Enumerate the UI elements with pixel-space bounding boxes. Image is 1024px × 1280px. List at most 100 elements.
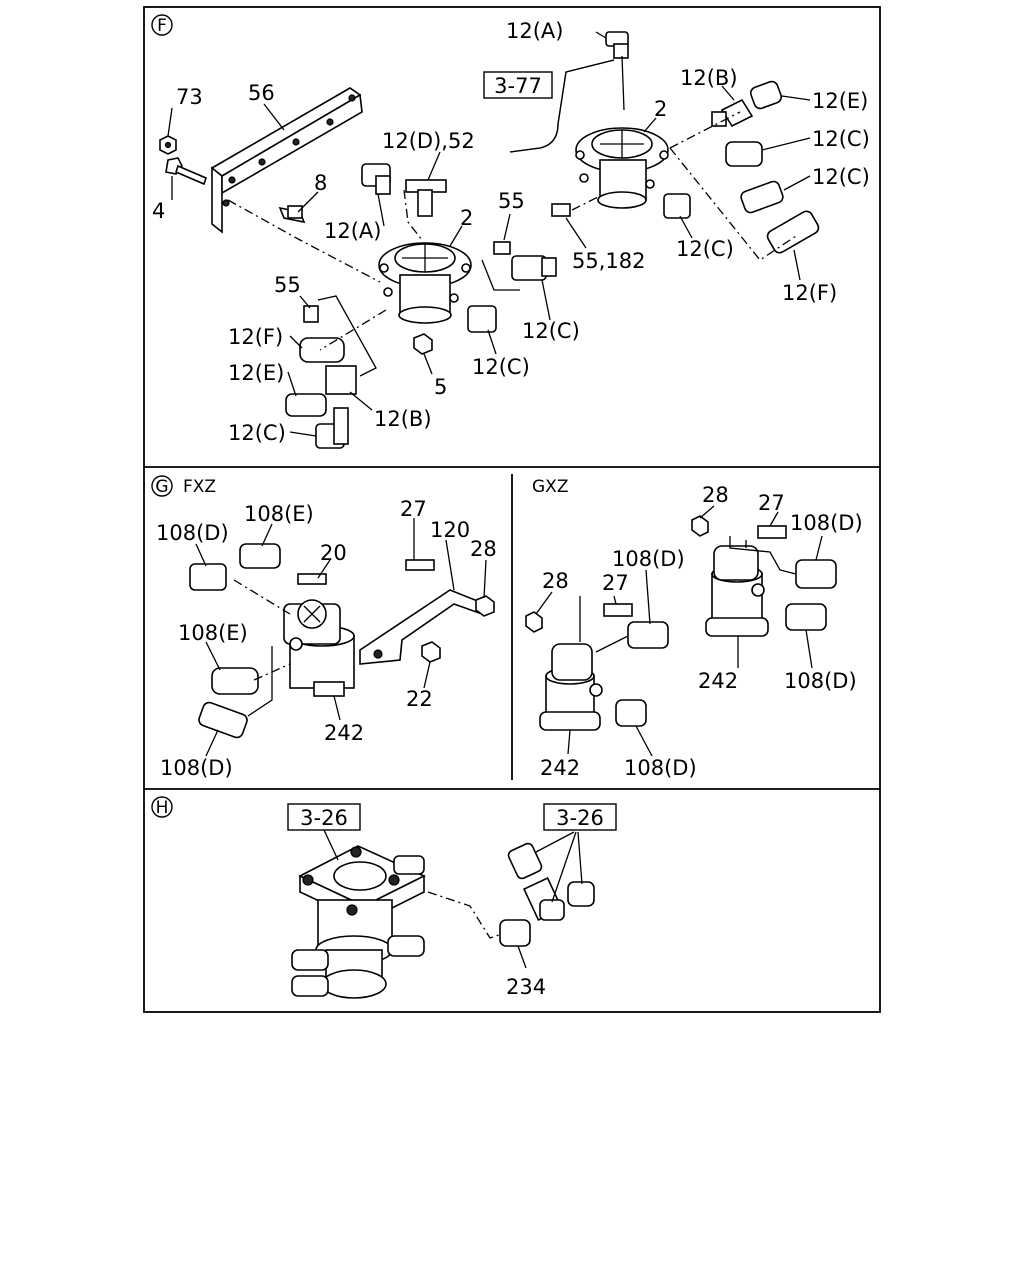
fitting-108e-a-drawing [239, 543, 281, 569]
bracket-56-drawing [210, 87, 363, 234]
label-242-a: 242 [324, 721, 364, 745]
section-marker-h-text: H [156, 798, 169, 818]
valve-242-fxz-drawing [283, 599, 355, 697]
fitting-12c-r2-drawing [740, 180, 784, 214]
fitting-12b-low-drawing [325, 365, 357, 395]
label-108d-b: 108(D) [160, 756, 233, 780]
fitting-12f-left-drawing [299, 337, 345, 363]
bolt-8-drawing [278, 205, 306, 224]
nut-28-a-drawing [475, 595, 495, 617]
bolt-4-drawing [165, 157, 207, 186]
fittings-3-26-b-drawing [507, 842, 595, 921]
variant-label-gxz: GXZ [532, 477, 568, 497]
fitting-12c-r-drawing [511, 255, 557, 281]
label-55-a: 55 [498, 189, 525, 213]
fitting-12a-mid-drawing [361, 163, 391, 195]
reference-box-3-26-a: 3-26 [287, 803, 361, 831]
label-56: 56 [248, 81, 275, 105]
label-27-a: 27 [400, 497, 427, 521]
fitting-108d-d-drawing [795, 559, 837, 589]
reference-box-3-77: 3-77 [483, 71, 553, 99]
plug-55-a-drawing [493, 241, 511, 255]
valve-242-gxz-b-drawing [705, 545, 769, 637]
label-12a-top: 12(A) [506, 19, 563, 43]
label-12c-low: 12(C) [472, 355, 530, 379]
label-12f-right: 12(F) [782, 281, 837, 305]
label-12e-left: 12(E) [228, 361, 284, 385]
bolt-27-b-drawing [603, 603, 633, 617]
label-12c-mid: 12(C) [522, 319, 580, 343]
label-27-b: 27 [602, 571, 629, 595]
label-22: 22 [406, 687, 433, 711]
label-55-b: 55 [274, 273, 301, 297]
valve-assembly-h-drawing [291, 845, 426, 999]
fitting-234-drawing [499, 919, 531, 947]
label-2-mid: 2 [460, 206, 473, 230]
section-marker-g-text: G [155, 477, 168, 497]
section-f-leader-lines [167, 31, 811, 437]
label-55-182: 55,182 [572, 249, 645, 273]
fitting-108d-c-drawing [627, 621, 669, 649]
section-g-leader-lines [195, 505, 823, 757]
label-5: 5 [434, 375, 447, 399]
label-12f-left: 12(F) [228, 325, 283, 349]
label-8: 8 [314, 171, 327, 195]
label-242-c: 242 [540, 756, 580, 780]
bracket-120-drawing [359, 589, 492, 665]
label-108d-f: 108(D) [624, 756, 697, 780]
plug-55-182-drawing [551, 203, 571, 217]
fitting-108d-f-drawing [615, 699, 647, 727]
label-108d-c: 108(D) [612, 547, 685, 571]
variant-label-fxz: FXZ [183, 477, 216, 497]
nut-28-c-drawing [691, 515, 709, 537]
plug-55-b-drawing [303, 305, 319, 323]
nut-22-drawing [421, 641, 441, 663]
relay-valve-2-mid-drawing [378, 242, 472, 324]
bolt-27-c-drawing [757, 525, 787, 539]
label-108d-d: 108(D) [790, 511, 863, 535]
fitting-12c-bot-drawing [315, 407, 349, 449]
label-4: 4 [152, 199, 165, 223]
label-12b-top: 12(B) [680, 66, 738, 90]
reference-3-26-a-text: 3-26 [300, 806, 348, 830]
relay-valve-2-top-drawing [575, 127, 669, 209]
diagram-frame [143, 6, 881, 1013]
nut-28-b-drawing [525, 611, 543, 633]
section-f-connection-lines [227, 111, 797, 377]
section-marker-g: G [151, 475, 173, 497]
fitting-108d-a-drawing [189, 563, 227, 591]
label-120: 120 [430, 518, 470, 542]
fitting-12c-mid-drawing [467, 305, 497, 333]
section-marker-f: F [151, 14, 173, 36]
label-73: 73 [176, 85, 203, 109]
fitting-12e-top-drawing [749, 80, 783, 110]
section-marker-f-text: F [157, 16, 167, 36]
label-20: 20 [320, 541, 347, 565]
label-234: 234 [506, 975, 546, 999]
fitting-108e-b-drawing [211, 667, 259, 695]
label-242-b: 242 [698, 669, 738, 693]
label-12c-right-2: 12(C) [812, 165, 870, 189]
label-108e-a: 108(E) [244, 502, 314, 526]
fitting-12a-top-drawing [605, 31, 629, 111]
bolt-27-a-drawing [405, 559, 435, 571]
valve-242-gxz-a-drawing [539, 643, 603, 731]
label-12c-bottom: 12(C) [228, 421, 286, 445]
label-12b-low: 12(B) [374, 407, 432, 431]
label-12c-right-1: 12(C) [812, 127, 870, 151]
fitting-12d-tee-drawing [405, 179, 447, 217]
label-28-c: 28 [702, 483, 729, 507]
label-2-top: 2 [654, 97, 667, 121]
label-28-a: 28 [470, 537, 497, 561]
section-g-connection-lines [233, 536, 797, 717]
reference-box-3-26-b: 3-26 [543, 803, 617, 831]
fitting-12c-r1-drawing [725, 141, 763, 167]
label-28-b: 28 [542, 569, 569, 593]
reference-3-77-text: 3-77 [494, 74, 542, 98]
nut-73-drawing [159, 135, 177, 155]
section-h-lines [427, 831, 583, 969]
fitting-12c-elbow-top-drawing [663, 193, 691, 219]
label-12e-top: 12(E) [812, 89, 868, 113]
bolt-20-drawing [297, 573, 327, 585]
fitting-12b-top-drawing [711, 98, 754, 128]
